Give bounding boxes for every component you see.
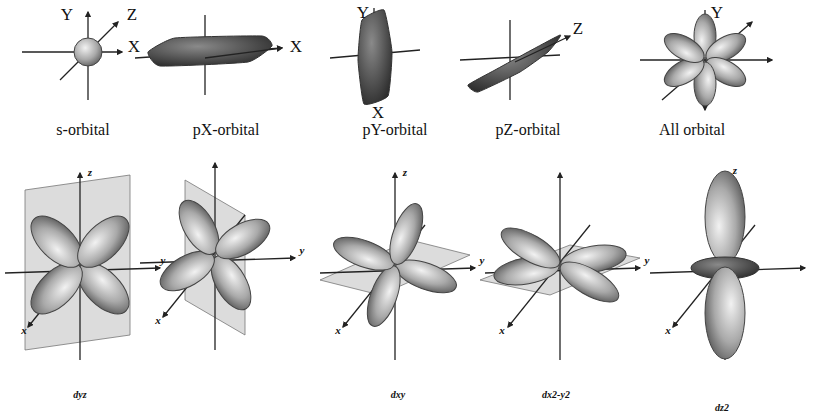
orbital-lobe xyxy=(361,261,407,330)
axis-line xyxy=(205,48,282,58)
axis-label: z xyxy=(733,165,737,176)
axis-label: Y xyxy=(61,6,73,23)
axis-label: X xyxy=(128,38,140,55)
orbital-lobe xyxy=(383,199,429,268)
orbital-caption: dz2 xyxy=(715,403,729,413)
axis-label: Y xyxy=(357,4,369,21)
axis-label: Z xyxy=(573,20,583,37)
orbital-caption: All orbital xyxy=(659,122,725,138)
orbital-figures xyxy=(5,8,805,360)
axis-label: Z xyxy=(127,6,137,23)
orbital-caption: dxy xyxy=(391,390,405,400)
axis-line xyxy=(22,51,122,52)
orbital-lobe xyxy=(22,207,91,276)
axis-line xyxy=(60,22,118,80)
orbital-lobe xyxy=(495,220,565,276)
axis-line xyxy=(640,59,772,60)
axis-line xyxy=(515,36,570,62)
s-orbital-sphere xyxy=(74,38,102,66)
p-orbital-shape xyxy=(148,36,272,66)
axis-label: x xyxy=(21,325,27,336)
axis-label: z xyxy=(88,167,92,178)
axis-line xyxy=(509,20,510,100)
axis-label: y xyxy=(645,255,650,266)
orbital-caption: pZ-orbital xyxy=(496,122,561,138)
orbital-lobe xyxy=(705,171,745,263)
orbital-caption: dx2-y2 xyxy=(542,390,570,400)
orbital-caption: pY-orbital xyxy=(363,122,428,138)
orbital-caption: s-orbital xyxy=(56,122,109,138)
axis-label: y xyxy=(300,245,305,256)
axis-label: X xyxy=(290,38,302,55)
orbital-lobe xyxy=(209,211,276,267)
orbital-lobe xyxy=(705,267,745,359)
axis-label: x xyxy=(499,325,505,336)
axis-label: Y xyxy=(711,4,723,21)
orbital-caption: dyz xyxy=(73,390,86,400)
orbital-lobe xyxy=(554,254,624,310)
axis-label: X xyxy=(372,104,384,121)
orbital-caption: pX-orbital xyxy=(193,122,260,138)
orbital-lobe xyxy=(69,207,138,276)
axis-label: x xyxy=(155,315,161,326)
axis-label: z xyxy=(403,167,407,178)
axis-label: y xyxy=(480,255,485,266)
orbital-lobe xyxy=(329,231,398,277)
orbital-lobe xyxy=(660,27,709,68)
axis-label: y xyxy=(161,255,166,266)
p-orbital-shape xyxy=(358,10,392,105)
p-orbital-shape xyxy=(468,35,561,92)
axis-label: x xyxy=(335,325,341,336)
axis-label: x xyxy=(665,325,671,336)
